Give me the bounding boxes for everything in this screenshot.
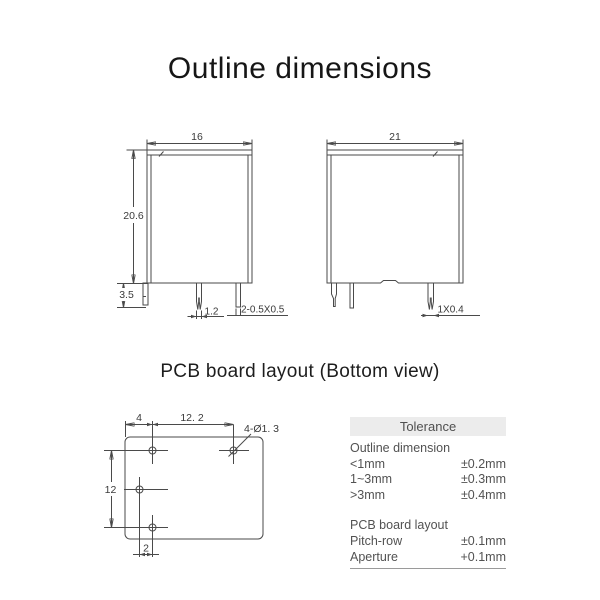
side-pin-left	[331, 283, 337, 307]
pcb-dim-vertical-label: 12	[105, 484, 117, 496]
front-width-dim-label: 16	[191, 131, 203, 143]
tolerance-table: Tolerance Outline dimension <1mm ±0.2mm …	[350, 417, 506, 570]
tolerance-row-label: Pitch-row	[350, 533, 403, 548]
relay-side-view: 21 1X0.4	[326, 131, 480, 318]
tolerance-pcb-section-title: PCB board layout	[350, 518, 448, 533]
tolerance-row-outline-2: 1~3mm ±0.3mm	[350, 472, 506, 488]
front-pin-length-label: 3.5	[119, 289, 134, 301]
side-cover-notch	[432, 151, 438, 157]
front-pin-width-label: 1.2	[205, 307, 219, 318]
front-pin-right	[235, 282, 241, 308]
pcb-dim-offset-label: 2	[143, 543, 149, 555]
tolerance-row-pcb-1: Pitch-row ±0.1mm	[350, 534, 506, 550]
tolerance-row-value: +0.1mm	[460, 549, 506, 564]
tolerance-row-outline-3: >3mm ±0.4mm	[350, 488, 506, 504]
pcb-hole-bottom	[104, 515, 168, 557]
side-body-outline	[326, 149, 464, 284]
tolerance-section-gap	[350, 503, 506, 518]
side-pin-right	[427, 283, 434, 310]
side-pin-middle	[349, 282, 354, 309]
tolerance-row-label: Aperture	[350, 549, 398, 564]
tolerance-row-label: <1mm	[350, 456, 386, 471]
pcb-layout-view: 4 12. 2 4-Ø1. 3 12 2	[100, 412, 279, 557]
front-height-dim-label: 20.6	[123, 210, 144, 222]
tolerance-row-value: ±0.3mm	[460, 472, 506, 487]
pcb-hole-top-left	[138, 424, 168, 464]
tolerance-row-label: >3mm	[350, 487, 386, 502]
pcb-board-outline	[124, 436, 264, 540]
front-pin-spec-label: 2-0.5X0.5	[241, 305, 285, 316]
front-pin-middle	[196, 283, 202, 310]
pcb-dim-left-label: 4	[136, 412, 142, 424]
relay-front-view: 16 20.6 3.5 1.2 2-0.5X0.5	[116, 131, 288, 319]
tolerance-outline-section-title: Outline dimension	[350, 441, 451, 455]
pcb-dim-pitch-label: 12. 2	[180, 412, 204, 424]
tolerance-row-value: ±0.2mm	[460, 456, 506, 471]
pcb-hole-spec-label: 4-Ø1. 3	[244, 423, 279, 435]
side-pin-spec-label: 1X0.4	[438, 305, 465, 316]
tolerance-row-outline-1: <1mm ±0.2mm	[350, 457, 506, 473]
pcb-hole-middle-left	[124, 477, 168, 557]
front-cover-notch	[158, 151, 164, 157]
tolerance-row-pcb-2: Aperture +0.1mm	[350, 550, 506, 566]
tolerance-table-header: Tolerance	[350, 417, 506, 436]
page-subtitle: PCB board layout (Bottom view)	[160, 361, 440, 382]
pcb-hole-spec-leader	[228, 433, 252, 457]
front-body-outline	[146, 149, 253, 284]
front-pin-left	[142, 282, 149, 306]
tolerance-row-label: 1~3mm	[350, 472, 393, 487]
tolerance-table-body: Outline dimension <1mm ±0.2mm 1~3mm ±0.3…	[350, 436, 506, 565]
side-width-dim-label: 21	[389, 131, 401, 143]
page-title: Outline dimensions	[167, 52, 433, 85]
tolerance-row-value: ±0.1mm	[460, 533, 506, 548]
tolerance-row-value: ±0.4mm	[460, 487, 506, 502]
